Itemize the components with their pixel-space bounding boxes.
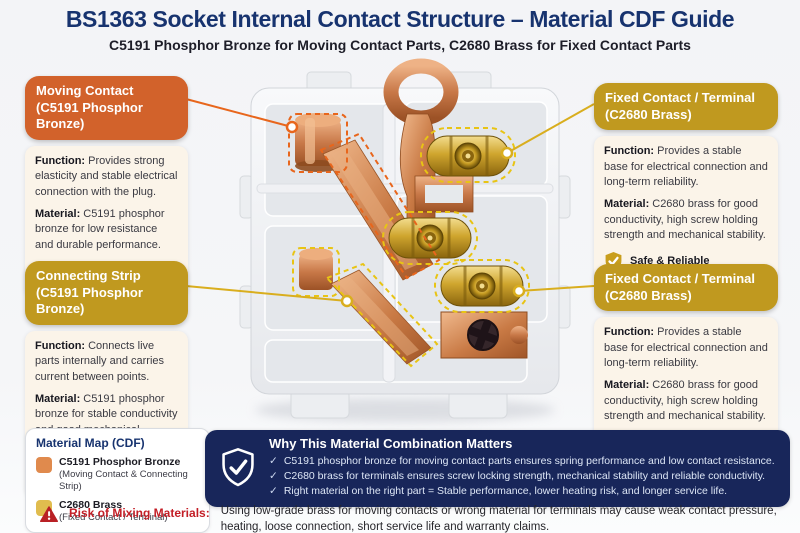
page-subtitle: C5191 Phosphor Bronze for Moving Contact…: [109, 37, 691, 53]
heading-line2: (C2680 Brass): [605, 287, 692, 303]
legend-title: Material Map (CDF): [36, 436, 145, 450]
function-label: Function:: [604, 145, 655, 158]
callout-fixed-contact-top-header: Fixed Contact / Terminal (C2680 Brass): [594, 83, 778, 131]
legend-item-bronze: C5191 Phosphor Bronze (Moving Contact & …: [36, 456, 199, 493]
function-text: Function:Provides a stable base for elec…: [604, 326, 768, 370]
material-label: Material:: [604, 198, 650, 211]
check-mark: ✓: [269, 470, 278, 483]
legend-item-name: C5191 Phosphor Bronze: [59, 456, 181, 468]
heading-line2: (C5191 Phosphor Bronze): [36, 284, 143, 317]
copper-frame: [414, 175, 474, 213]
heading-line2: (C5191 Phosphor Bronze): [36, 99, 143, 132]
material-label: Material:: [35, 208, 81, 221]
heading-line1: Connecting Strip: [36, 268, 141, 283]
moving-strip-outline: [319, 132, 441, 280]
header: BS1363 Socket Internal Contact Structure…: [0, 6, 800, 53]
callout-moving-contact-body: Function:Provides strong elasticity and …: [25, 145, 188, 298]
shield-check-outline-icon: [222, 447, 254, 487]
callout-fixed-contact-top-body: Function:Provides a stable base for elec…: [594, 136, 778, 281]
heading-line2: (C2680 Brass): [605, 106, 692, 122]
material-label: Material:: [604, 379, 650, 392]
why-bullet-3: ✓Right material on the right part = Stab…: [269, 484, 778, 499]
why-bullet-2: ✓C2680 brass for terminals ensures screw…: [269, 469, 778, 484]
material-map-legend: Material Map (CDF) C5191 Phosphor Bronze…: [25, 428, 210, 533]
legend-item-desc: (Moving Contact & Connecting Strip): [59, 469, 188, 492]
heading-line1: Fixed Contact / Terminal: [605, 90, 756, 105]
brass-terminal-top: [426, 135, 510, 177]
callout-connecting-strip-header: Connecting Strip (C5191 Phosphor Bronze): [25, 261, 188, 325]
terminal-top-outline: [420, 127, 516, 183]
function-label: Function:: [604, 326, 655, 339]
check-mark: ✓: [269, 485, 278, 498]
why-bullet-1: ✓C5191 phosphor bronze for moving contac…: [269, 454, 778, 469]
callout-moving-contact: Moving Contact (C5191 Phosphor Bronze) F…: [25, 76, 188, 298]
risk-text: Using low-grade brass for moving contact…: [220, 505, 777, 533]
legend-item-desc: (Fixed Contact / Terminal): [59, 512, 168, 523]
callout-fixed-contact-top: Fixed Contact / Terminal (C2680 Brass) F…: [594, 83, 778, 281]
bronze-swatch: [36, 457, 52, 473]
socket-cutaway-photo: [239, 58, 571, 422]
why-matters-box: Why This Material Combination Matters ✓C…: [205, 430, 790, 507]
legend-item-name: C2680 Brass: [59, 498, 123, 511]
material-text: Material:C5191 phosphor bronze for low r…: [35, 208, 165, 251]
check-mark: ✓: [269, 455, 278, 467]
heading-line1: Moving Contact: [36, 83, 134, 98]
heading-line1: Fixed Contact / Terminal: [605, 271, 756, 286]
callout-moving-contact-header: Moving Contact (C5191 Phosphor Bronze): [25, 76, 188, 140]
moving-contact-outline: [288, 113, 348, 173]
risk-label: Risk of Mixing Materials:: [69, 506, 210, 520]
highlight-outlines: [288, 113, 530, 368]
function-label: Function:: [35, 154, 86, 167]
warning-triangle-icon: [40, 506, 58, 522]
badge-text: Safe & Reliable: [630, 254, 710, 267]
risk-warning-row: Risk of Mixing Materials: Using low-grad…: [40, 504, 800, 533]
why-matters-title: Why This Material Combination Matters: [269, 436, 513, 451]
brass-terminal-middle: [388, 217, 472, 259]
material-label: Material:: [35, 393, 81, 406]
callout-fixed-contact-bottom-header: Fixed Contact / Terminal (C2680 Brass): [594, 264, 778, 312]
brass-terminal-bottom: [440, 265, 524, 307]
connecting-strip-part: [299, 248, 432, 365]
material-text: Material:C2680 brass for good conductivi…: [604, 379, 766, 423]
function-text: Function:Connects live parts internally …: [35, 339, 165, 383]
function-label: Function:: [35, 339, 86, 352]
screw-terminal: [440, 311, 528, 359]
connecting-strip-outline-b: [325, 262, 439, 368]
page-title: BS1363 Socket Internal Contact Structure…: [65, 6, 735, 32]
material-text: Material:C2680 brass for good conductivi…: [604, 198, 766, 242]
terminal-middle-outline: [382, 211, 478, 265]
function-text: Function:Provides strong elasticity and …: [35, 154, 178, 198]
function-text: Function:Provides a stable base for elec…: [604, 145, 768, 189]
